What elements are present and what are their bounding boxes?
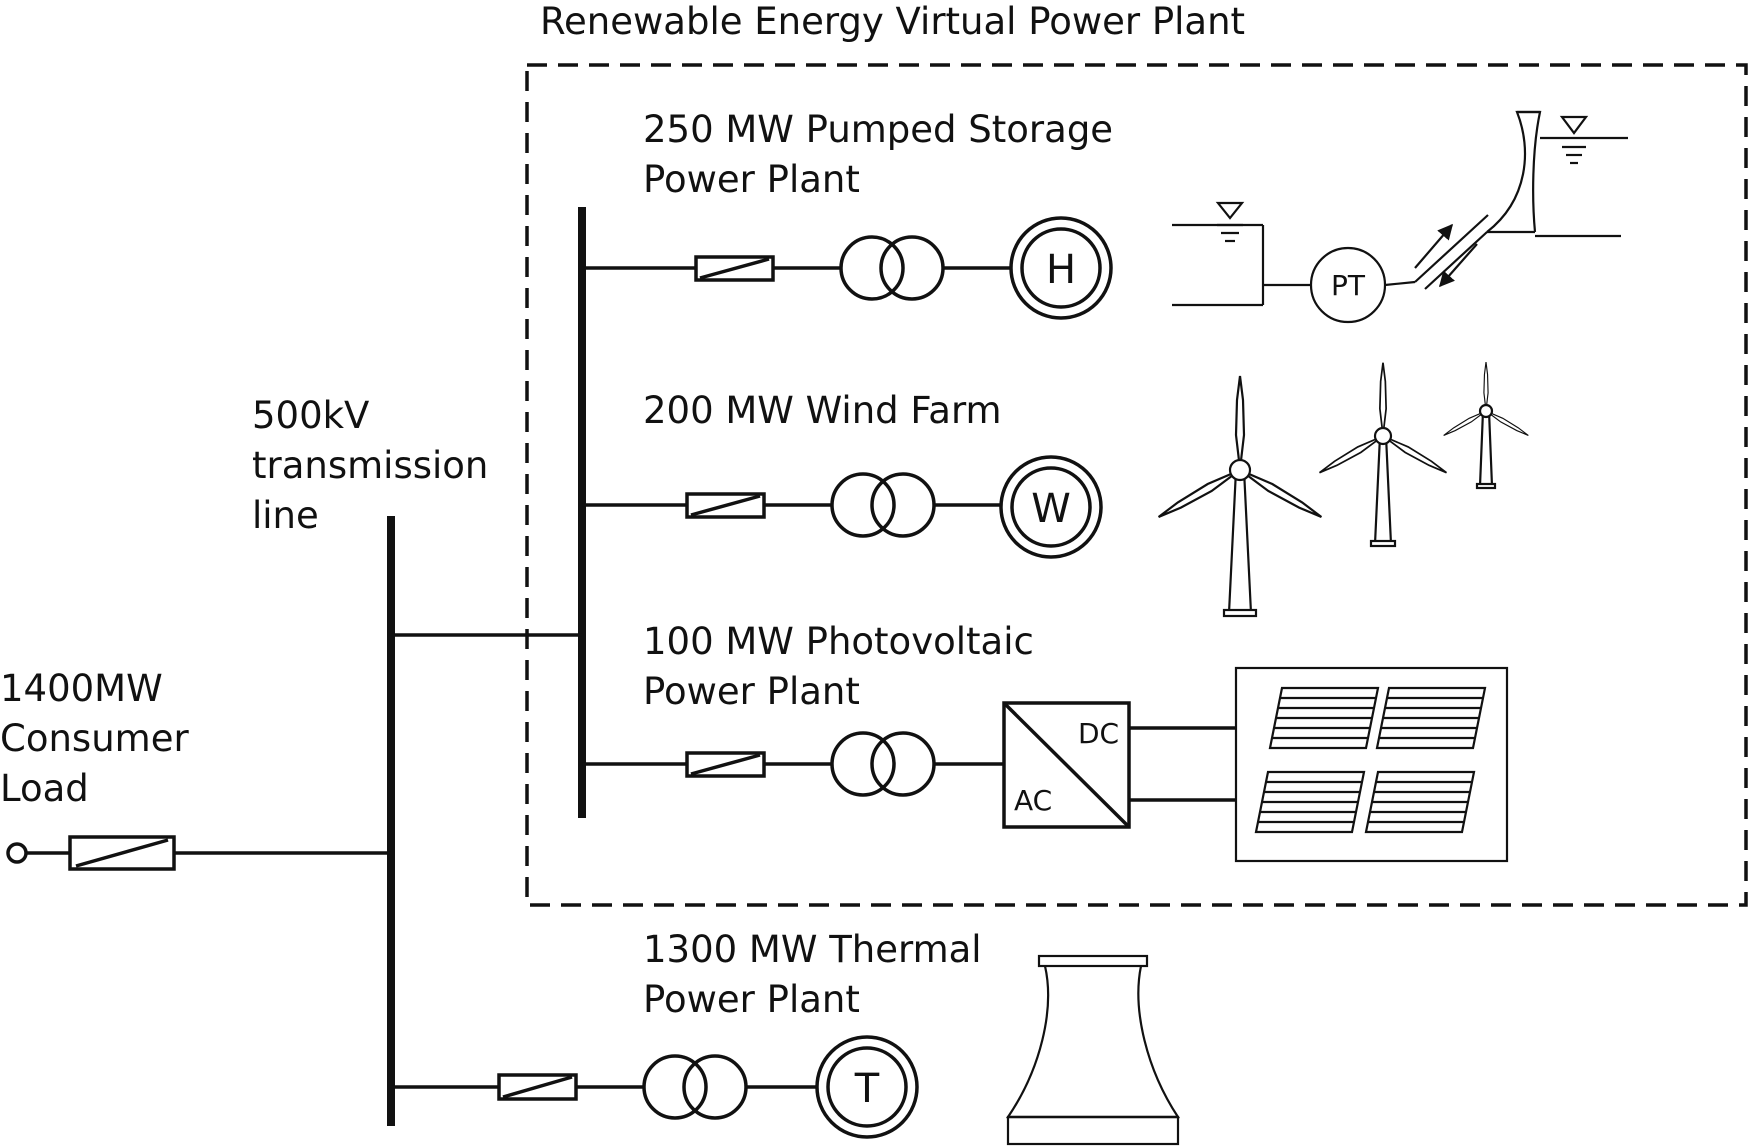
cooling-tower-icon: [1005, 954, 1181, 1146]
transformer-icon: [830, 472, 936, 538]
generator-icon: W: [999, 455, 1103, 559]
inverter-icon: DC AC: [1002, 701, 1131, 829]
generator-icon: T: [815, 1035, 919, 1139]
consumer-feeder: [6, 835, 391, 871]
dam-icon: [1486, 110, 1628, 238]
breaker-icon: [685, 492, 766, 519]
breaker-icon: [694, 255, 775, 282]
flow-arrow-down: [1438, 243, 1478, 288]
vpp-title: Renewable Energy Virtual Power Plant: [540, 0, 1245, 43]
generator-symbol-t: T: [854, 1066, 880, 1112]
wind-turbine-icon: [1157, 375, 1323, 618]
wind-label: 200 MW Wind Farm: [643, 389, 1002, 432]
generator-icon: H: [1009, 216, 1113, 320]
solar-panel-icon: [1254, 770, 1366, 834]
solar-panel-icon: [1268, 686, 1380, 750]
consumer-terminal-icon: [6, 842, 28, 864]
pump-turbine-label: PT: [1331, 269, 1366, 302]
reservoir-icon: [1172, 201, 1265, 307]
breaker-icon: [68, 835, 176, 871]
transformer-icon: [642, 1054, 748, 1120]
thermal-feeder: T: [391, 1035, 919, 1139]
solar-panel-icon: [1364, 770, 1476, 834]
generator-symbol-w: W: [1031, 486, 1071, 532]
solar-panel-icon: [1375, 686, 1487, 750]
transmission-label: 500kV transmission line: [252, 394, 500, 537]
photovoltaic-feeder: DC AC: [582, 701, 1236, 829]
pumped-storage-label: 250 MW Pumped Storage Power Plant: [643, 108, 1125, 201]
breaker-icon: [497, 1073, 578, 1101]
pumped-storage-feeder: H: [582, 216, 1113, 320]
photovoltaic-label: 100 MW Photovoltaic Power Plant: [643, 620, 1046, 713]
wind-feeder: W: [582, 455, 1103, 559]
wind-turbine-icon: [1318, 362, 1448, 548]
consumer-label: 1400MW Consumer Load: [0, 667, 200, 810]
transformer-icon: [839, 235, 945, 301]
generator-symbol-h: H: [1046, 247, 1076, 293]
inverter-dc-label: DC: [1078, 717, 1119, 750]
pumped-storage-sketch: PT: [1172, 110, 1628, 324]
breaker-icon: [685, 751, 766, 778]
solar-array: [1234, 666, 1509, 863]
wind-turbine-icon: [1443, 362, 1529, 490]
transformer-icon: [830, 731, 936, 797]
inverter-ac-label: AC: [1014, 784, 1052, 817]
vpp-boundary: [525, 63, 1748, 907]
flow-arrow-up: [1414, 223, 1454, 269]
thermal-label: 1300 MW Thermal Power Plant: [643, 928, 993, 1021]
